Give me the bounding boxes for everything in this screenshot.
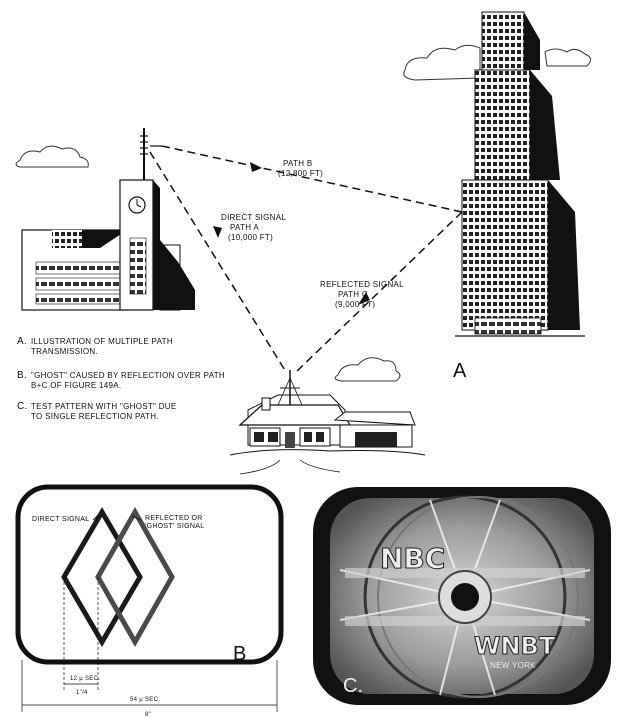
wnbt-logo: WNBT xyxy=(474,632,556,660)
direct-signal-diamond xyxy=(61,507,143,647)
panel-b-direct-label: DIRECT SIGNAL xyxy=(32,516,89,523)
panel-b-reflected-line1: REFLECTED OR xyxy=(145,515,203,522)
panel-b-reflected-line2: 'GHOST' SIGNAL xyxy=(145,523,204,530)
figure-letter-a: A xyxy=(453,360,467,382)
panel-c-tv-screen xyxy=(313,487,611,705)
cloud-top-right xyxy=(403,44,591,81)
skyscraper xyxy=(455,11,585,337)
dim-54-usec: 54 μ SEC. xyxy=(130,697,160,703)
caption-a-line2: TRANSMISSION. xyxy=(31,347,98,356)
caption-c-line1: TEST PATTERN WITH "GHOST" DUE xyxy=(31,402,177,411)
direct-signal-label: DIRECT SIGNAL xyxy=(221,213,286,222)
captions: A. ILLUSTRATION OF MULTIPLE PATH TRANSMI… xyxy=(17,336,225,421)
caption-c-line2: TO SINGLE REFLECTION PATH. xyxy=(31,412,159,421)
caption-c-letter: C. xyxy=(17,401,28,412)
cloud-middle xyxy=(334,357,401,382)
caption-b-line2: B+C OF FIGURE 149A. xyxy=(31,381,121,390)
reflected-signal-label: REFLECTED SIGNAL xyxy=(320,280,404,289)
dim-width: 8" xyxy=(145,712,151,718)
new-york-label: NEW YORK xyxy=(490,661,536,670)
dim-12-usec: 12 μ SEC. xyxy=(70,676,100,682)
path-a-label: PATH A xyxy=(230,223,259,232)
path-a-line xyxy=(149,151,287,373)
path-b-label: PATH B xyxy=(283,159,313,168)
path-a-distance: (10,000 FT) xyxy=(228,233,273,242)
signal-paths xyxy=(149,145,463,373)
ghost-signal-diamond xyxy=(95,506,175,648)
caption-b-line1: "GHOST" CAUSED BY REFLECTION OVER PATH xyxy=(31,371,225,380)
path-c-line xyxy=(295,211,463,373)
caption-b-letter: B. xyxy=(17,370,27,381)
figure-letter-c: C. xyxy=(343,675,363,697)
cloud-left xyxy=(15,145,89,168)
path-b-line xyxy=(161,145,463,213)
path-c-distance: (9,000 FT) xyxy=(335,300,375,309)
transmitter-building xyxy=(21,128,195,311)
house xyxy=(229,370,426,475)
path-b-distance: (12,800 FT) xyxy=(278,169,323,178)
caption-a-line1: ILLUSTRATION OF MULTIPLE PATH xyxy=(31,337,173,346)
arrow-heads xyxy=(213,162,370,305)
panel-b-dimensions xyxy=(21,577,278,712)
dim-fraction: 1"/4 xyxy=(76,690,88,696)
path-c-label: PATH C xyxy=(338,290,368,299)
panel-b-screen xyxy=(15,484,284,665)
figure-letter-b: B xyxy=(233,643,246,665)
caption-a-letter: A. xyxy=(17,336,27,347)
nbc-logo: NBC xyxy=(380,542,445,575)
